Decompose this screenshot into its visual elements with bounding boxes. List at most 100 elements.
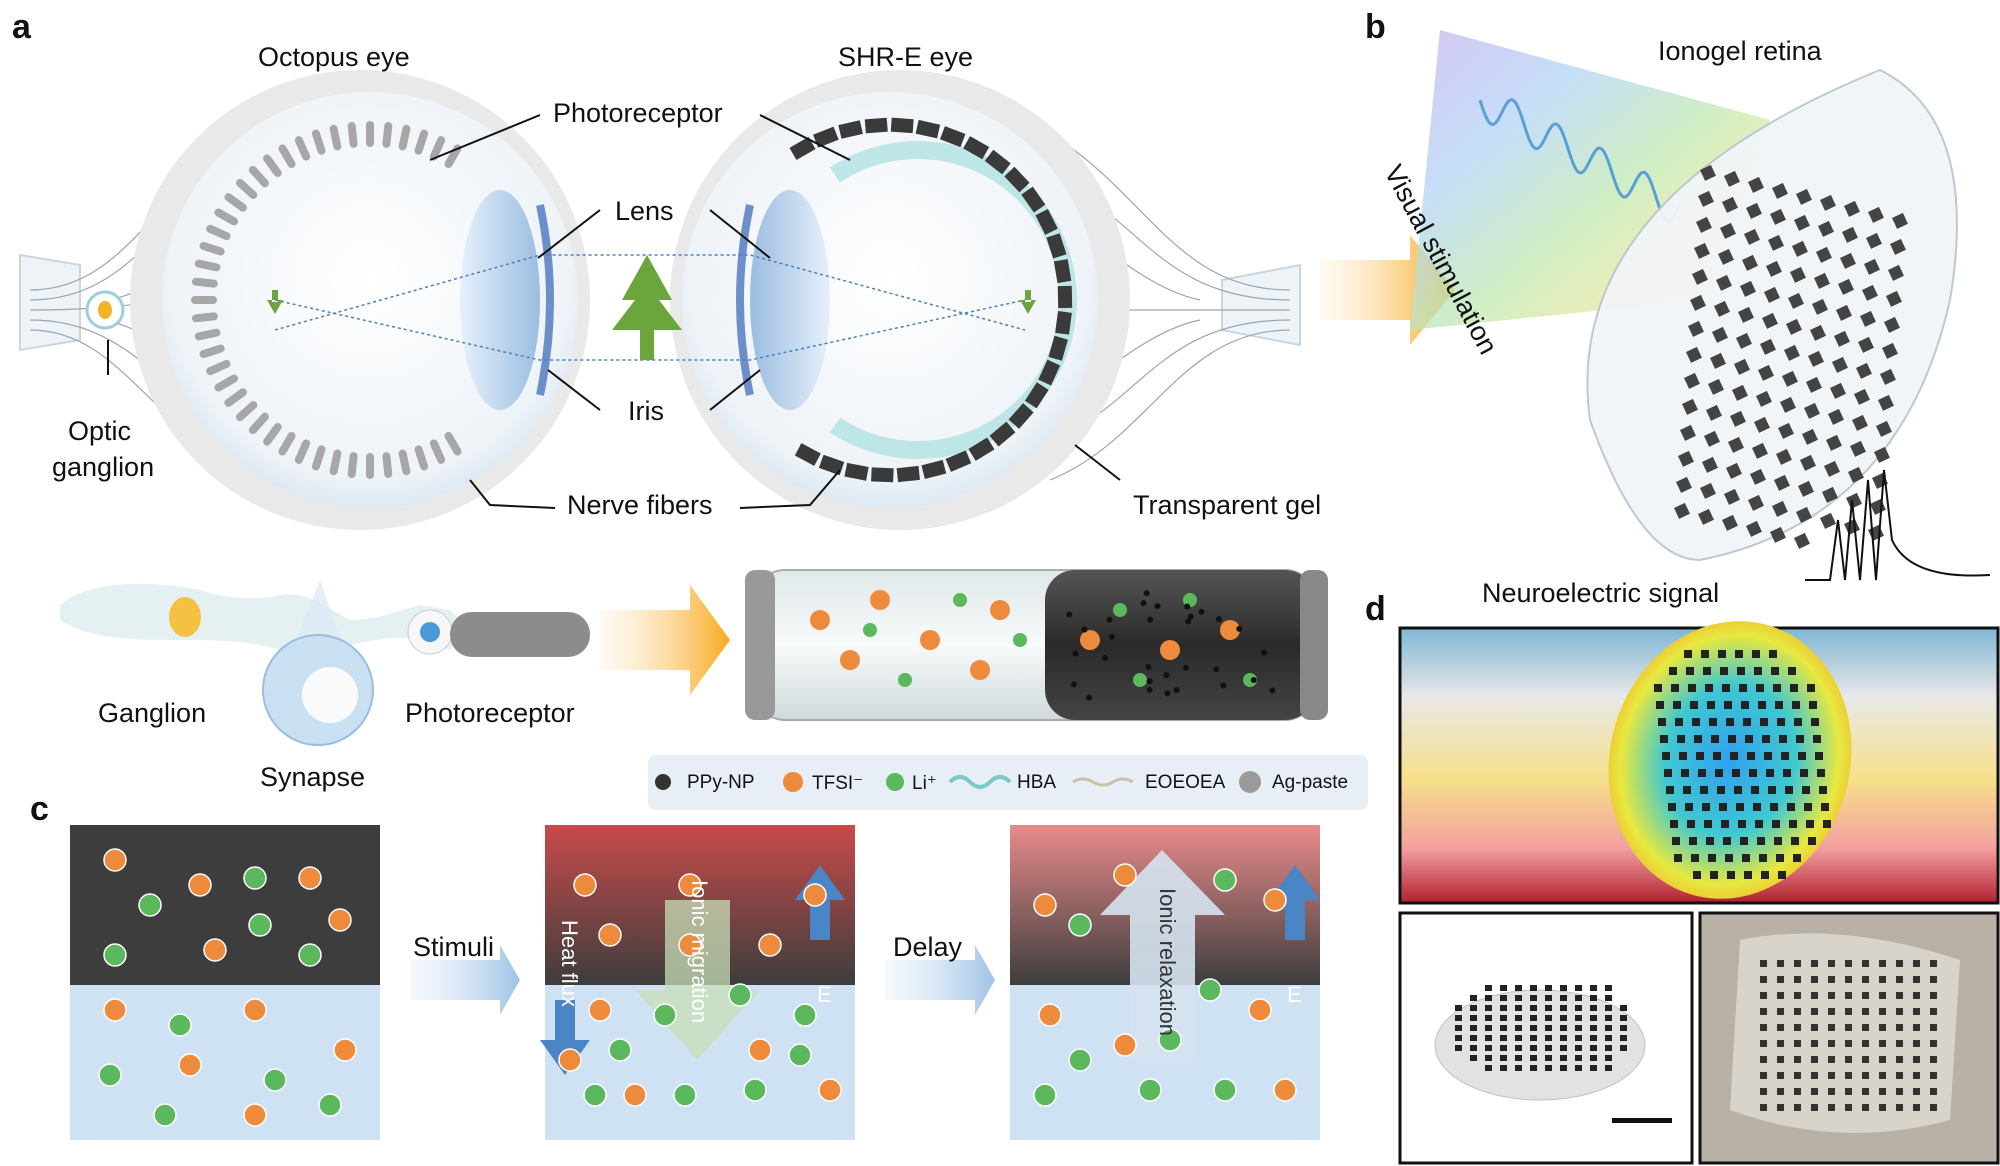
shre-photoreceptor <box>1058 286 1072 308</box>
film-pixel <box>1777 1040 1784 1047</box>
cation-icon <box>584 1084 606 1106</box>
anion-icon <box>1274 1079 1296 1101</box>
dome-pixel <box>1470 1045 1477 1051</box>
dome-pixel <box>1545 985 1552 991</box>
cation-icon <box>744 1079 766 1101</box>
film-pixel <box>1760 1056 1767 1063</box>
cation-icon <box>104 944 126 966</box>
optic-ganglion-label-2: ganglion <box>52 452 154 483</box>
dome-pixel <box>1605 995 1612 1001</box>
retina-d-pixel <box>1672 837 1680 845</box>
anion-icon <box>189 874 211 896</box>
dome-pixel <box>1485 1045 1492 1051</box>
dome-pixel <box>1515 995 1522 1001</box>
dome-pixel <box>1560 1045 1567 1051</box>
retina-d-pixel <box>1737 667 1745 675</box>
dome-pixel <box>1605 1035 1612 1041</box>
retina-d-pixel <box>1658 718 1666 726</box>
anion-icon <box>819 1079 841 1101</box>
film-pixel <box>1811 960 1818 967</box>
film-pixel <box>1862 1024 1869 1031</box>
nerve-fibers-label: Nerve fibers <box>567 490 713 521</box>
film-pixel <box>1913 992 1920 999</box>
film-pixel <box>1811 1024 1818 1031</box>
film-pixel <box>1794 960 1801 967</box>
film-pixel <box>1896 960 1903 967</box>
ppy-particle <box>1102 655 1108 661</box>
film-pixel <box>1845 960 1852 967</box>
retina-d-pixel <box>1735 650 1743 658</box>
retina-d-pixel <box>1743 718 1751 726</box>
retina-pixel <box>1870 499 1886 515</box>
retina-d-pixel <box>1713 752 1721 760</box>
film-pixel <box>1811 1008 1818 1015</box>
retina-d-pixel <box>1768 786 1776 794</box>
film-pixel <box>1879 1088 1886 1095</box>
film-pixel <box>1862 1056 1869 1063</box>
retina-pixel <box>1868 525 1884 541</box>
film-pixel <box>1930 1104 1937 1111</box>
dome-pixel <box>1530 1045 1537 1051</box>
retina-d-pixel <box>1741 701 1749 709</box>
retina-d-pixel <box>1654 684 1662 692</box>
film-pixel <box>1896 1104 1903 1111</box>
retina-d-pixel <box>1721 820 1729 828</box>
retina-d-pixel <box>1754 667 1762 675</box>
neuron-body <box>60 584 470 655</box>
anion-icon <box>299 867 321 889</box>
retina-d-pixel <box>1720 667 1728 675</box>
retina-d-pixel <box>1692 718 1700 726</box>
film-pixel <box>1794 1024 1801 1031</box>
dome-pixel <box>1515 985 1522 991</box>
dome-pixel <box>1620 1035 1627 1041</box>
dome-pixel <box>1530 995 1537 1001</box>
ionic-migration-label: Ionic migration <box>686 880 712 1023</box>
retina-d-pixel <box>1668 803 1676 811</box>
retina-d-pixel <box>1770 803 1778 811</box>
retina-d-pixel <box>1798 752 1806 760</box>
panel-label-b: b <box>1365 8 1386 47</box>
retina-d-pixel <box>1775 701 1783 709</box>
film-pixel <box>1828 992 1835 999</box>
panel-d-dome <box>1435 990 1645 1100</box>
retina-d-pixel <box>1722 684 1730 692</box>
octopus-photoreceptor <box>366 453 374 479</box>
film-pixel <box>1930 960 1937 967</box>
legend-tfsi-icon <box>783 772 803 792</box>
retina-d-pixel <box>1706 837 1714 845</box>
dome-pixel <box>1605 1025 1612 1031</box>
film-pixel <box>1913 1040 1920 1047</box>
ppy-particle <box>1081 627 1087 633</box>
film-pixel <box>1794 976 1801 983</box>
retina-d-pixel <box>1742 854 1750 862</box>
retina-d-pixel <box>1726 718 1734 726</box>
dome-pixel <box>1575 1035 1582 1041</box>
anion-icon <box>1264 889 1286 911</box>
film-pixel <box>1845 976 1852 983</box>
legend-label-agpaste: Ag-paste <box>1272 772 1348 794</box>
retina-d-pixel <box>1760 718 1768 726</box>
ppy-particle <box>1144 590 1150 596</box>
synapse-label: Synapse <box>260 762 365 793</box>
retina-d-pixel <box>1717 786 1725 794</box>
anion-icon <box>329 909 351 931</box>
tfsi-particle <box>840 650 860 670</box>
cation-icon <box>674 1084 696 1106</box>
retina-d-pixel <box>1789 820 1797 828</box>
shre-photoreceptor <box>865 118 888 134</box>
shre-photoreceptor <box>891 118 914 134</box>
retina-d-pixel <box>1711 735 1719 743</box>
film-pixel <box>1879 1008 1886 1015</box>
film-pixel <box>1828 1104 1835 1111</box>
dome-pixel <box>1515 1055 1522 1061</box>
dome-pixel <box>1620 1015 1627 1021</box>
dome-pixel <box>1575 1025 1582 1031</box>
legend-label-tfsi: TFSI⁻ <box>812 772 863 795</box>
device-left-electrode <box>745 570 775 720</box>
ppy-particle <box>1220 683 1226 689</box>
retina-d-pixel <box>1666 786 1674 794</box>
ppy-particle <box>1147 687 1153 693</box>
retina-d-pixel <box>1703 667 1711 675</box>
retina-d-pixel <box>1739 684 1747 692</box>
cation-icon <box>99 1064 121 1086</box>
